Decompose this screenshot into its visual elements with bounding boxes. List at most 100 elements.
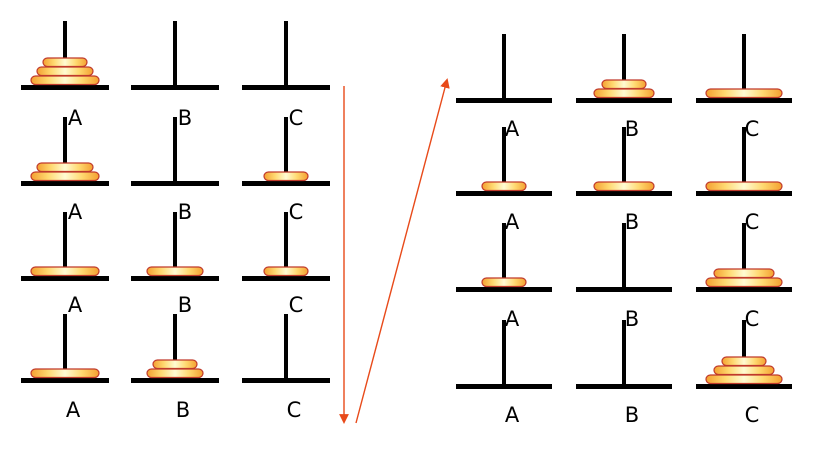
- peg-pole: [742, 34, 746, 100]
- peg-A: A: [21, 212, 109, 317]
- peg-label-B: B: [625, 403, 639, 427]
- disk-2: [713, 365, 775, 376]
- disk-3: [30, 368, 100, 379]
- peg-pole: [284, 212, 288, 278]
- peg-base: [456, 98, 552, 103]
- disk-1: [42, 57, 88, 68]
- peg-label-C: C: [289, 106, 304, 130]
- peg-B: B: [576, 320, 672, 427]
- peg-pole: [742, 223, 746, 289]
- peg-base: [576, 98, 672, 103]
- peg-pole: [63, 21, 67, 87]
- peg-A: A: [456, 127, 552, 234]
- peg-label-A: A: [68, 293, 83, 317]
- peg-B: B: [131, 117, 219, 224]
- disk-2: [146, 368, 204, 379]
- disk-1: [263, 171, 309, 182]
- disk-2: [713, 268, 775, 279]
- peg-base: [242, 378, 330, 383]
- peg-base: [696, 191, 792, 196]
- peg-label-A: A: [505, 403, 520, 427]
- peg-pole: [502, 320, 506, 386]
- peg-C: C: [696, 34, 792, 141]
- peg-base: [131, 181, 219, 186]
- flow-arrow-up: [355, 78, 450, 424]
- peg-pole: [63, 314, 67, 380]
- peg-pole: [63, 117, 67, 183]
- peg-pole: [173, 212, 177, 278]
- peg-label-C: C: [745, 210, 760, 234]
- peg-pole: [622, 320, 626, 386]
- peg-A: A: [21, 21, 109, 130]
- peg-C: C: [242, 117, 330, 224]
- state-panel-4: A B C: [21, 314, 330, 422]
- disk-1: [481, 277, 527, 288]
- peg-A: A: [456, 320, 552, 427]
- peg-A: A: [21, 314, 109, 422]
- peg-label-C: C: [745, 307, 760, 331]
- disk-1: [721, 356, 767, 367]
- disk-3: [30, 266, 100, 277]
- disk-1: [263, 266, 309, 277]
- peg-base: [576, 191, 672, 196]
- peg-pole: [502, 223, 506, 289]
- peg-pole: [502, 34, 506, 100]
- state-panel-8: A B C: [456, 320, 792, 427]
- peg-C: C: [696, 320, 792, 427]
- peg-base: [21, 181, 109, 186]
- disk-2: [146, 266, 204, 277]
- state-panel-6: A B C: [456, 127, 792, 234]
- peg-A: A: [456, 34, 552, 141]
- peg-base: [242, 181, 330, 186]
- peg-base: [696, 384, 792, 389]
- peg-B: B: [576, 127, 672, 234]
- peg-base: [576, 384, 672, 389]
- peg-base: [21, 85, 109, 90]
- peg-label-A: A: [68, 200, 83, 224]
- peg-C: C: [242, 21, 330, 130]
- peg-base: [131, 378, 219, 383]
- peg-C: C: [696, 127, 792, 234]
- peg-label-B: B: [625, 117, 639, 141]
- peg-pole: [622, 127, 626, 193]
- peg-label-B: B: [178, 106, 192, 130]
- disk-2: [36, 162, 94, 173]
- peg-base: [242, 85, 330, 90]
- peg-pole: [502, 127, 506, 193]
- peg-pole: [742, 127, 746, 193]
- peg-label-A: A: [68, 106, 83, 130]
- peg-B: B: [576, 34, 672, 141]
- disk-1: [481, 181, 527, 192]
- peg-C: C: [242, 314, 330, 422]
- peg-base: [696, 287, 792, 292]
- peg-pole: [284, 21, 288, 87]
- disk-1: [601, 79, 647, 90]
- peg-A: A: [456, 223, 552, 331]
- peg-pole: [173, 314, 177, 380]
- peg-label-B: B: [176, 398, 190, 422]
- state-panel-1: A B C: [21, 21, 330, 130]
- peg-pole: [284, 117, 288, 183]
- peg-pole: [173, 21, 177, 87]
- peg-label-A: A: [505, 307, 520, 331]
- disk-3: [705, 88, 783, 99]
- disk-3: [30, 75, 100, 86]
- peg-B: B: [131, 21, 219, 130]
- disk-3: [705, 181, 783, 192]
- peg-label-A: A: [66, 398, 81, 422]
- disk-3: [30, 171, 100, 182]
- peg-pole: [63, 212, 67, 278]
- peg-label-A: A: [505, 210, 520, 234]
- disk-3: [705, 277, 783, 288]
- peg-label-C: C: [289, 200, 304, 224]
- peg-A: A: [21, 117, 109, 224]
- peg-base: [242, 276, 330, 281]
- peg-label-C: C: [289, 293, 304, 317]
- peg-label-A: A: [505, 117, 520, 141]
- disk-2: [593, 88, 655, 99]
- peg-base: [131, 276, 219, 281]
- peg-pole: [284, 314, 288, 380]
